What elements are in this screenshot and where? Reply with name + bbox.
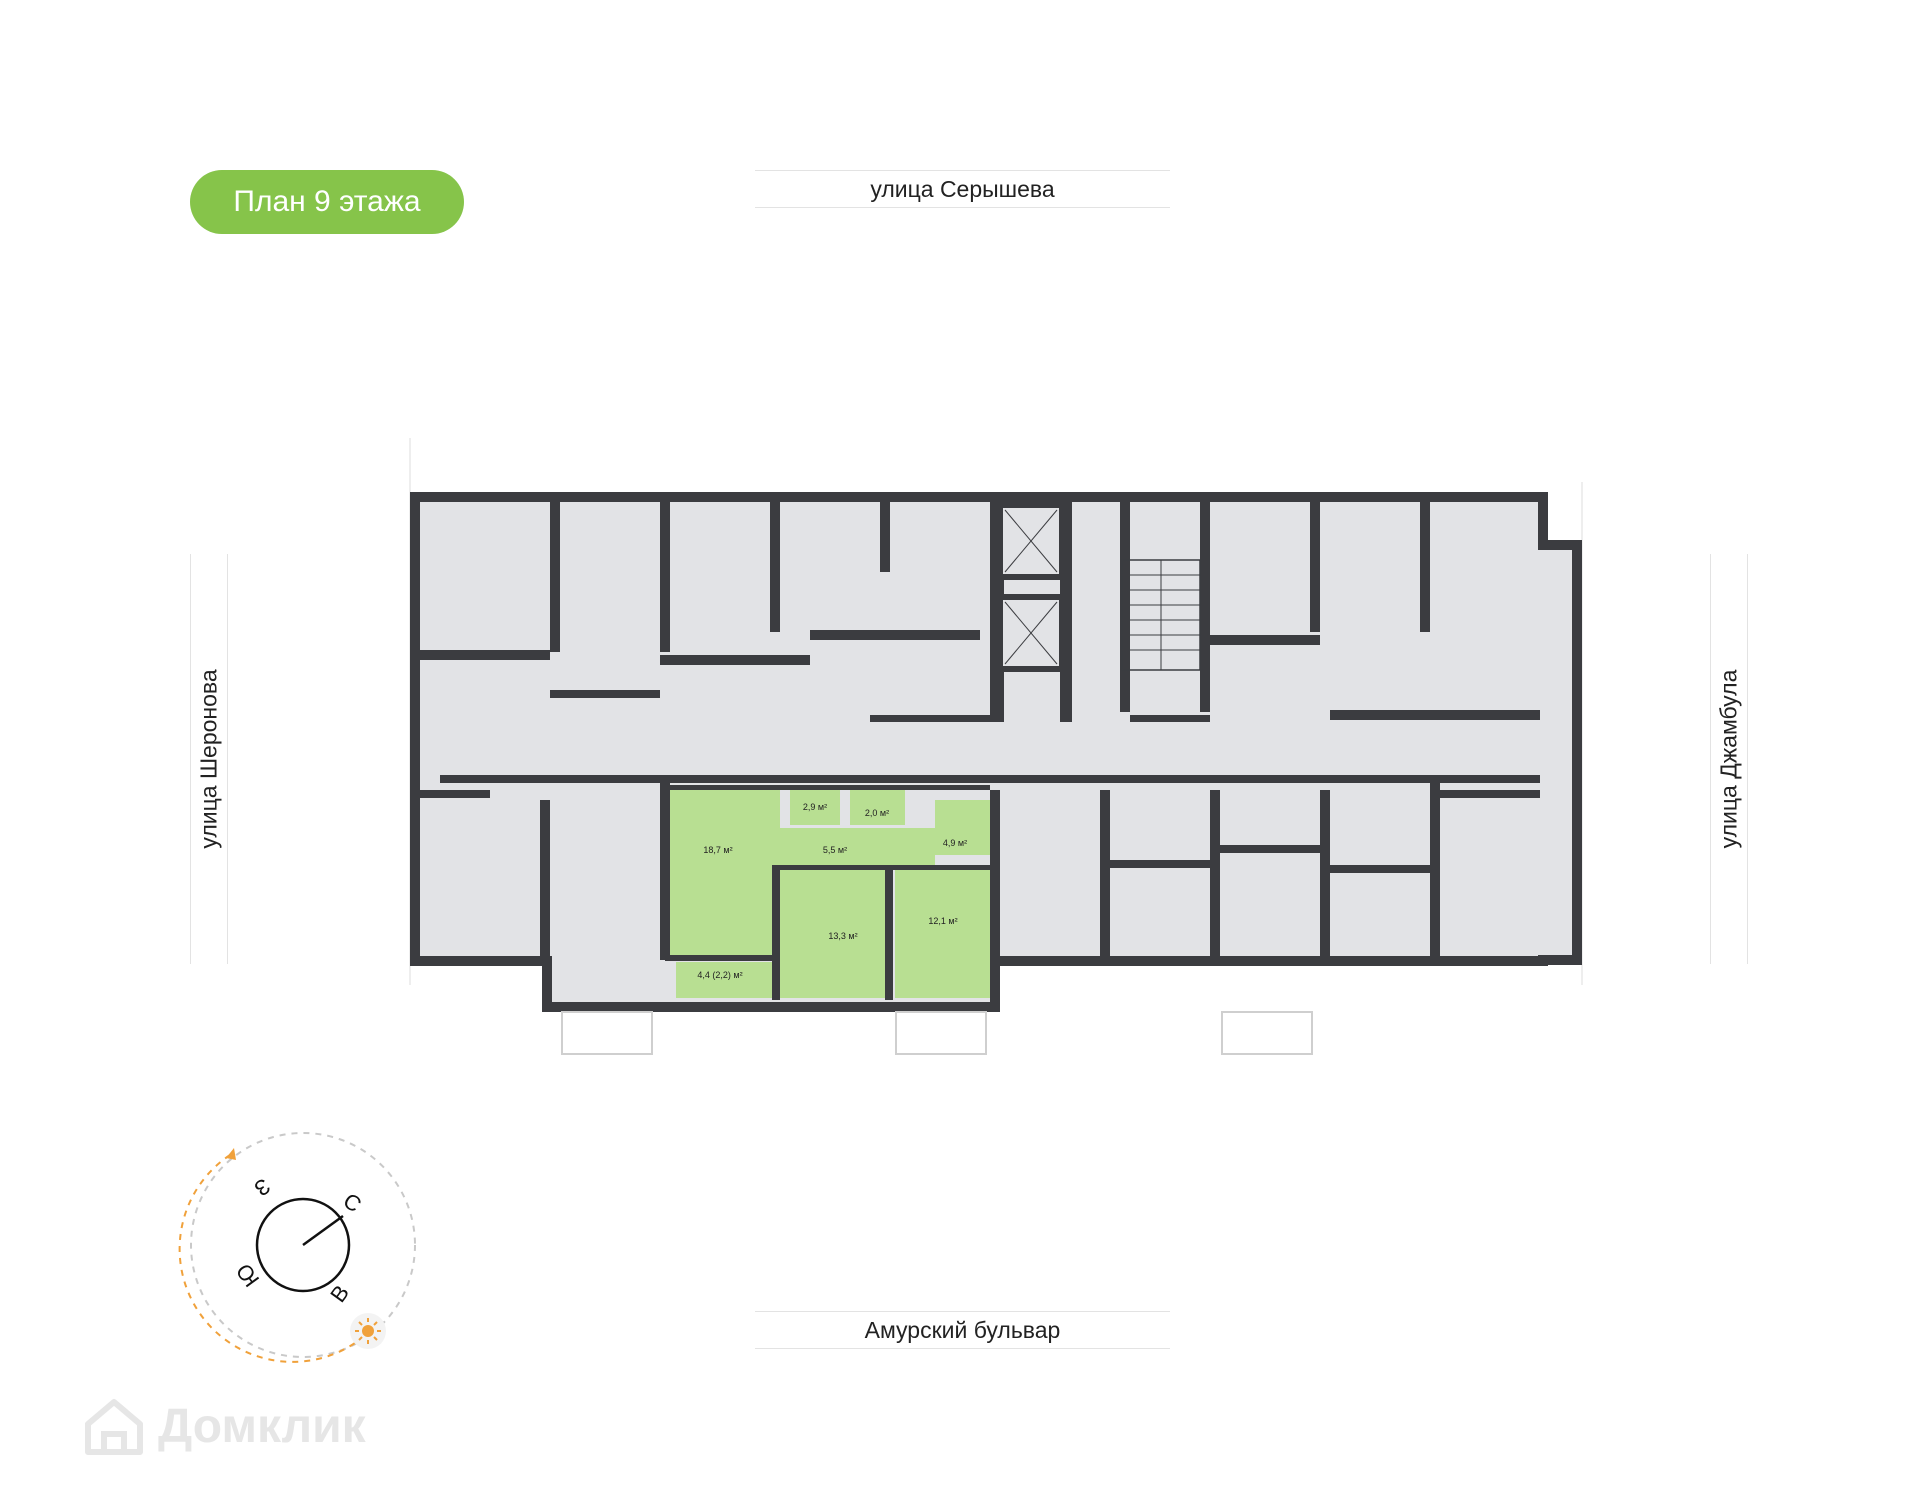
highlighted-apartment [665, 785, 990, 1000]
room-label-balcony: 4,4 (2,2) м² [697, 970, 742, 980]
core [997, 502, 1201, 672]
compass-west: З [250, 1173, 275, 1201]
sun-path-arc [178, 1154, 356, 1363]
room-bedroom1 [780, 870, 890, 998]
sun-icon [350, 1313, 386, 1349]
room-label-bedroom1: 13,3 м² [828, 931, 857, 941]
compass-east: В [325, 1280, 354, 1307]
street-label-right: улица Джамбула [1710, 554, 1748, 964]
watermark: Домклик [82, 1386, 366, 1466]
room-bath [935, 800, 990, 855]
corridor [560, 722, 1540, 772]
room-label-hall: 5,5 м² [823, 845, 847, 855]
home-icon [85, 1399, 143, 1455]
compass-south: Ю [231, 1259, 264, 1292]
compass: С В Ю З [178, 1132, 416, 1363]
room-bedroom2 [895, 870, 990, 998]
room-living [670, 790, 780, 960]
room-label-living: 18,7 м² [703, 845, 732, 855]
watermark-text: Домклик [158, 1399, 366, 1453]
room-wc [850, 790, 905, 825]
sun-arrow-icon [226, 1148, 236, 1160]
room-label-wc: 2,0 м² [865, 808, 889, 818]
room-balcony [676, 962, 772, 998]
street-label-left: улица Шеронова [190, 554, 228, 964]
street-label-top: улица Серышева [755, 170, 1170, 208]
room-label-bedroom2: 12,1 м² [928, 916, 957, 926]
street-label-bottom: Амурский бульвар [755, 1311, 1170, 1349]
room-label-bath: 4,9 м² [943, 838, 967, 848]
floor-title-badge: План 9 этажа [190, 170, 464, 234]
compass-north: С [339, 1188, 367, 1218]
balconies [561, 1011, 1313, 1055]
room-hall [780, 828, 935, 868]
room-label-storage: 2,9 м² [803, 802, 827, 812]
room-storage [790, 790, 840, 825]
compass-needle [302, 1214, 344, 1247]
